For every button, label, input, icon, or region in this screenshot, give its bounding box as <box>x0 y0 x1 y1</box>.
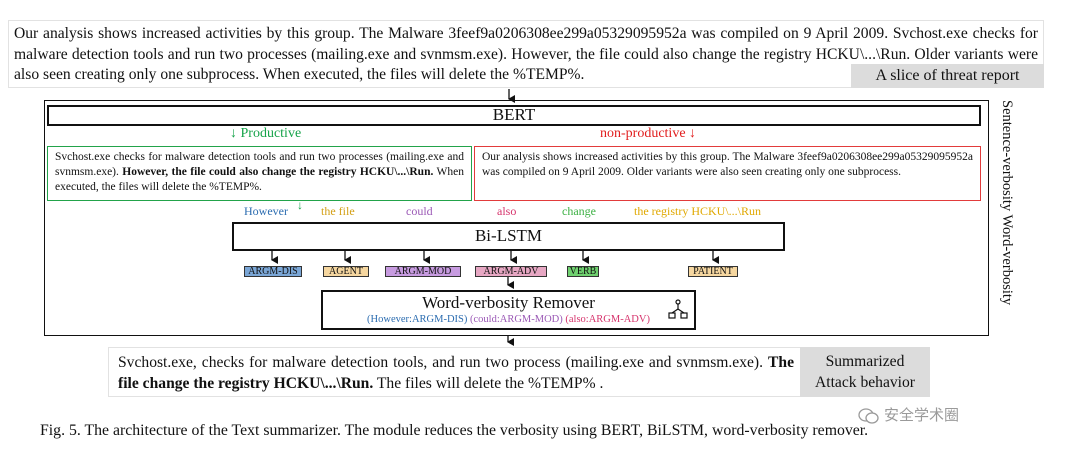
role-tag: ARGM-ADV <box>475 266 547 277</box>
productive-label: ↓ Productive <box>230 126 302 141</box>
watermark: 安全学术圈 <box>858 403 1048 427</box>
summary-label: Summarized Attack behavior <box>800 347 930 397</box>
word-verbosity-remover-block: Word-verbosity Remover (However:ARGM-DIS… <box>321 290 696 330</box>
word-token: change <box>562 204 596 218</box>
threat-report-label: A slice of threat report <box>851 64 1044 88</box>
role-tag: ARGM-MOD <box>385 266 461 277</box>
bert-block: BERT <box>47 105 981 126</box>
wvr-title: Word-verbosity Remover <box>422 293 595 312</box>
role-tag: PATIENT <box>688 266 738 277</box>
word-token: the registry HCKU\...\Run <box>634 204 761 218</box>
word-token: could <box>406 204 433 218</box>
role-tag: VERB <box>567 266 599 277</box>
word-token: also <box>497 204 517 218</box>
tree-icon <box>668 299 688 319</box>
figure-caption: Fig. 5. The architecture of the Text sum… <box>40 422 869 439</box>
bilstm-label: Bi-LSTM <box>474 226 543 245</box>
down-arrow-icon: ↓ <box>689 126 697 141</box>
wvr-tags: (However:ARGM-DIS) (could:ARGM-MOD) (als… <box>367 314 650 325</box>
word-token: However <box>244 204 288 218</box>
role-tag: ARGM-DIS <box>244 266 302 277</box>
word-token: the file <box>321 204 355 218</box>
summary-text: Svchost.exe, checks for malware detectio… <box>118 354 794 392</box>
wechat-icon <box>858 407 879 424</box>
threat-report-box <box>8 20 1044 88</box>
bilstm-block: Bi-LSTM <box>232 222 785 251</box>
productive-sentences-box: Svchost.exe checks for malware detection… <box>47 146 472 201</box>
role-tag: AGENT <box>323 266 369 277</box>
nonproductive-label: non-productive ↓ <box>600 126 697 141</box>
pipeline-frame <box>44 100 989 336</box>
threat-report-text: Our analysis shows increased activities … <box>14 25 1038 83</box>
down-arrow-icon: ↓ <box>230 126 237 141</box>
bert-label: BERT <box>492 105 536 124</box>
nonproductive-sentences-box: Our analysis shows increased activities … <box>474 146 981 201</box>
down-arrow-icon: ↓ <box>297 198 303 212</box>
